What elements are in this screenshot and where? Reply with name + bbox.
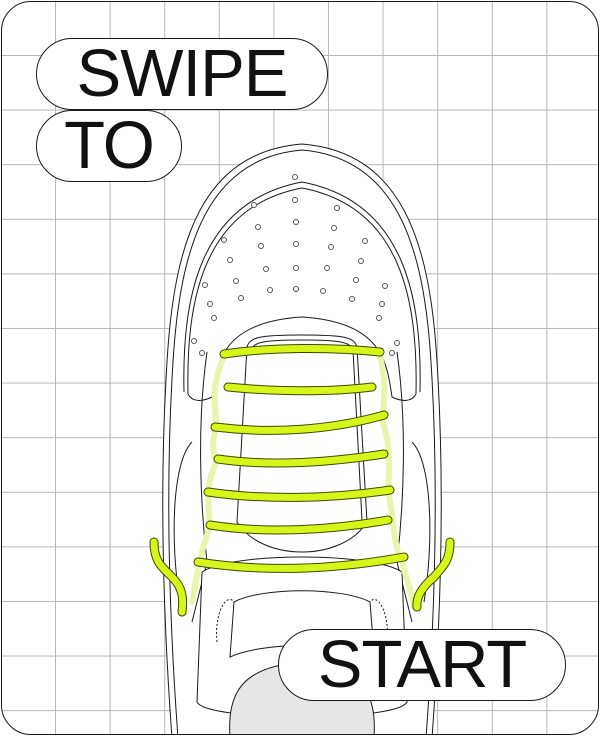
start-button[interactable]: START xyxy=(278,629,566,701)
to-label: TO xyxy=(36,110,182,182)
swipe-label: SWIPE xyxy=(36,38,328,110)
